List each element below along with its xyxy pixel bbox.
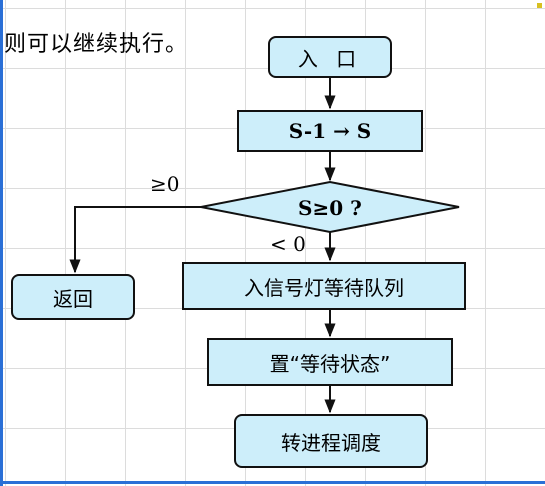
caption-text: 则可以继续执行。 — [4, 32, 189, 57]
set-wait-state-node: 置“等待状态” — [207, 338, 453, 386]
arrow-decision-to-return — [69, 206, 201, 274]
branch-ge-label: ≥0 — [150, 172, 180, 196]
entry-label: 入 口 — [297, 46, 363, 71]
decrement-node: S-1 → S — [237, 110, 423, 152]
frame-bottom-border — [0, 481, 545, 484]
decision-diamond — [200, 180, 460, 234]
schedule-label: 转进程调度 — [281, 430, 381, 455]
corner-marker — [537, 3, 542, 8]
branch-lt-label: < 0 — [270, 232, 306, 256]
entry-node: 入 口 — [268, 36, 392, 78]
return-node: 返回 — [11, 274, 135, 320]
enqueue-node: 入信号灯等待队列 — [182, 262, 466, 310]
decrement-label: S-1 → S — [288, 119, 372, 143]
frame-left-border — [0, 0, 3, 486]
enqueue-label: 入信号灯等待队列 — [244, 275, 404, 300]
schedule-node: 转进程调度 — [234, 414, 428, 468]
set-wait-state-label: 置“等待状态” — [269, 351, 391, 376]
return-label: 返回 — [53, 286, 93, 311]
decision-label: S≥0 ? — [298, 196, 362, 220]
